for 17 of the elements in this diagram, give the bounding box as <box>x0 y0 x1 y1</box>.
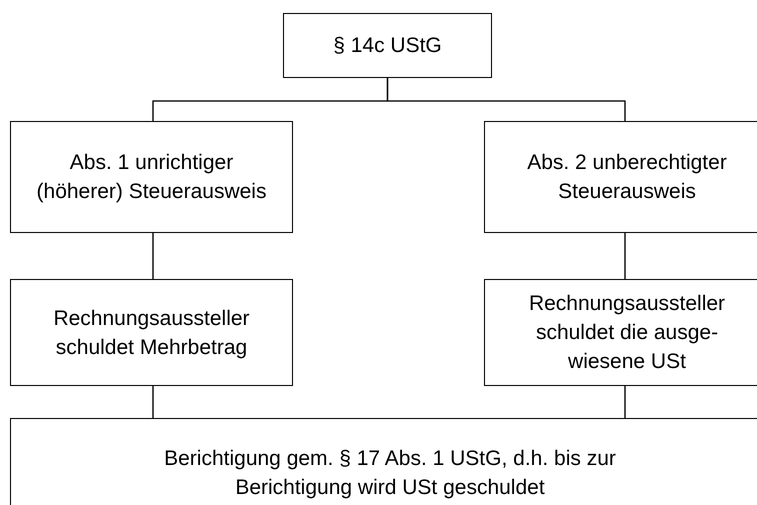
box-text: Rechnungsaussteller schuldet Mehrbetrag <box>52 306 251 360</box>
box-text: Abs. 1 unrichtiger (höherer) Steuerausweis <box>36 150 268 205</box>
text-box <box>484 279 757 386</box>
box-text: Rechnungsaussteller schuldet die ausge- wiesene USt <box>528 291 726 375</box>
text-box <box>484 121 757 233</box>
connector-line <box>386 78 626 121</box>
box-text: Abs. 2 unberechtigter Steuerausweis <box>526 150 728 205</box>
text-box <box>10 121 293 233</box>
connector-line <box>624 233 626 279</box>
connector-line <box>152 233 154 279</box>
box-text: § 14c UStG <box>332 33 443 59</box>
box-text: Berichtigung gem. § 17 Abs. 1 UStG, d.h. bis zur Berichtigung wird USt geschuldet <box>163 446 617 501</box>
text-box <box>10 418 757 505</box>
text-box <box>10 279 293 386</box>
connector-line <box>152 386 154 418</box>
text-box <box>283 13 492 78</box>
connector-line <box>624 386 626 418</box>
